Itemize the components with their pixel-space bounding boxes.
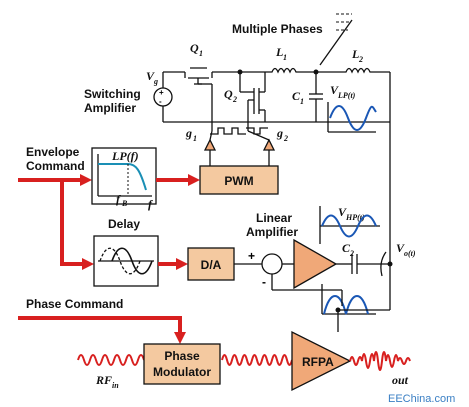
vg-label: V [146,69,155,83]
g2-driver [262,138,276,151]
delay-label: Delay [108,217,140,231]
q1-label: Q [190,41,199,55]
svg-text:-: - [262,275,266,289]
vo-waveform [321,284,376,315]
q2-label: Q [224,87,233,101]
switching-amplifier-label-1: Switching [84,87,141,101]
svg-text:1: 1 [300,97,304,106]
svg-text:+: + [159,88,164,97]
da-input-arrow [176,258,188,270]
pwm-label: PWM [224,174,253,188]
q2-transistor [240,72,266,131]
g2-label: g [276,126,283,140]
da-label: D/A [201,258,222,272]
vhp-label: V [338,205,347,219]
vo-label: V [396,241,405,255]
pm-output-waveform [221,354,293,366]
multiple-phases-lines [319,13,353,66]
watermark: EEChina.com [388,393,455,405]
out-label: out [392,373,409,387]
pwm-block [199,165,279,195]
svg-text:in: in [112,381,119,390]
svg-text:o(t): o(t) [404,249,416,258]
delay-block [93,235,159,287]
phase-modulator-input-arrow [174,332,186,344]
summing-junction [261,253,283,275]
fb-label: f [116,192,121,206]
phase-command-path [18,316,182,334]
delay-input-arrow [82,258,94,270]
envelope-command-label-1: Envelope [26,145,80,159]
g1-label: g [185,126,192,140]
l2-inductor [316,67,390,74]
svg-text:1: 1 [193,134,197,143]
linear-amplifier [293,238,338,290]
svg-text:LP(t): LP(t) [337,91,356,100]
pwm-input-arrow [188,174,200,186]
vg-source: + - [153,72,173,122]
linear-amplifier-label-1: Linear [256,211,292,225]
lowpass-filter-block [91,147,157,205]
svg-text:2: 2 [283,134,288,143]
envelope-command-label-2: Command [26,159,85,173]
envelope-branch-path [60,180,84,266]
svg-text:2: 2 [358,55,363,64]
rfpa-amplifier [291,330,352,392]
c1-capacitor [309,72,323,122]
vhp-waveform [319,206,380,244]
vo-node-dot [387,261,393,267]
envelope-arrow [80,174,92,186]
c2-capacitor [351,254,390,274]
phase-modulator-block [143,343,221,385]
svg-text:B: B [121,199,128,208]
q1-transistor [184,67,213,131]
l2-label: L [351,47,359,61]
rfpa-label: RFPA [302,355,334,369]
svg-text:-: - [159,97,162,106]
vo-probe-mark [380,251,387,277]
svg-text:HP(t): HP(t) [345,213,365,222]
l1-label: L [275,45,283,59]
vlp-label: V [330,83,339,97]
lpf-label: LP(f) [111,149,139,163]
rfout-waveform [349,351,411,371]
rfin-waveform [77,354,145,366]
f-label: f [148,197,153,211]
phase-command-label: Phase Command [26,297,123,311]
svg-text:2: 2 [349,249,354,258]
switching-amplifier-label-2: Amplifier [84,101,136,115]
multiple-phases-label: Multiple Phases [232,22,323,36]
c1-label: C [292,89,301,103]
c2-label: C [342,241,351,255]
svg-text:g: g [153,77,158,86]
svg-text:1: 1 [283,53,287,62]
svg-text:+: + [248,249,255,263]
rfin-label: RF [95,373,112,387]
phase-modulator-label-2: Modulator [153,365,211,379]
svg-text:1: 1 [199,49,203,58]
gate-waveforms [210,127,268,135]
phase-modulator-label-1: Phase [164,349,200,363]
linear-amplifier-label-2: Amplifier [246,225,298,239]
g1-driver [203,138,217,151]
vlp-waveform [327,102,377,133]
l1-inductor [265,67,316,74]
svg-text:2: 2 [232,95,237,104]
